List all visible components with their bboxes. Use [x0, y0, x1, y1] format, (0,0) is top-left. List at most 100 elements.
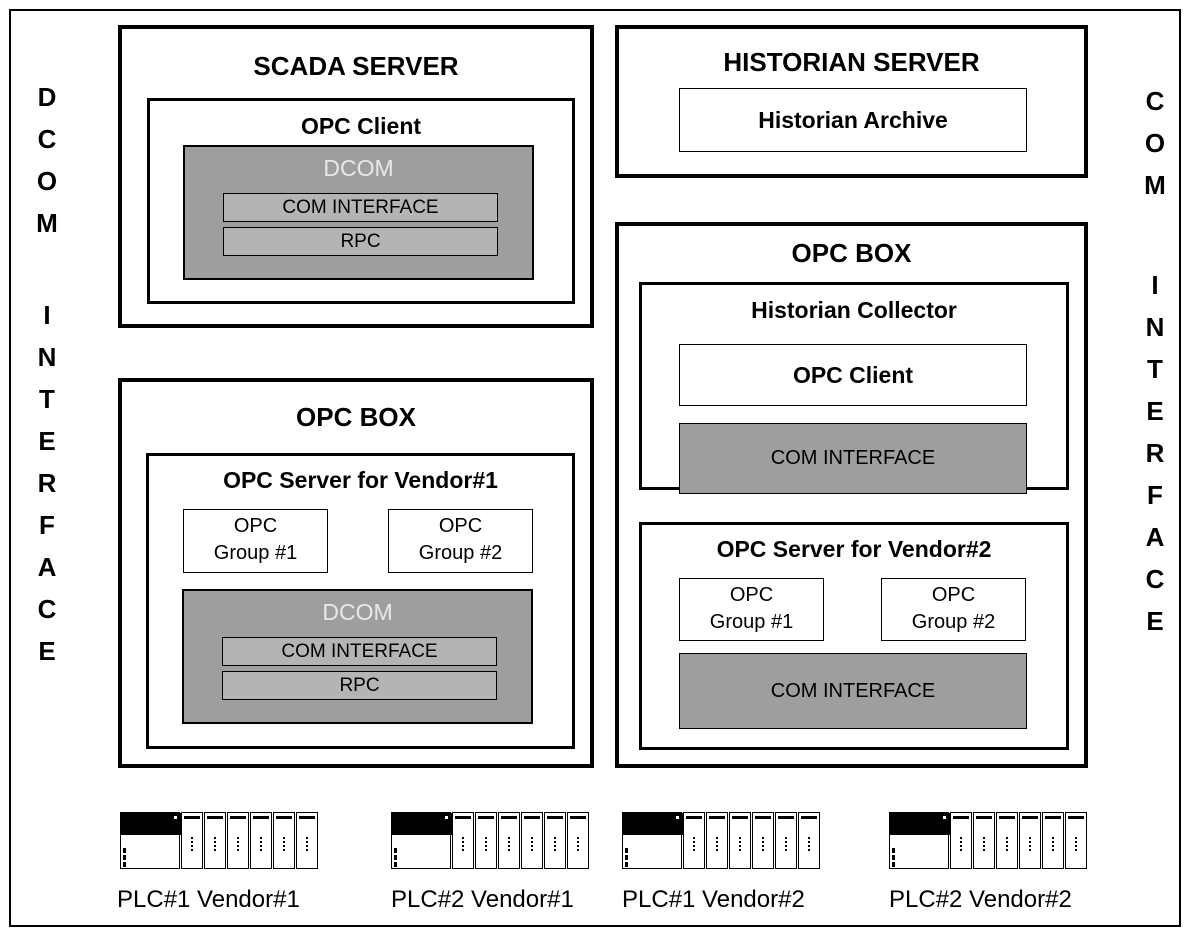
left-letter: E [38, 426, 56, 456]
right-letter: M [1144, 170, 1166, 200]
plc-io-module [296, 812, 318, 869]
vendor1-opc-group2-line2: Group #2 [418, 542, 503, 564]
plc-io-module [452, 812, 474, 869]
vendor1-rpc-bar: RPC [222, 671, 497, 700]
right-letter: A [1145, 522, 1165, 552]
scada-rpc-bar: RPC [223, 227, 498, 256]
left-letter: D [37, 82, 57, 112]
vendor1-dcom-box: DCOM COM INTERFACE RPC [182, 589, 533, 724]
plc-rack-icon [120, 812, 322, 869]
right-side-label: C O M I N T E R F A C E [1135, 80, 1175, 642]
scada-rpc-label: RPC [340, 230, 381, 252]
opc-box-right: OPC BOX Historian Collector OPC Client C… [615, 222, 1088, 768]
right-letter: I [1151, 270, 1159, 300]
scada-server-title: SCADA SERVER [253, 51, 459, 81]
plc-io-module [521, 812, 543, 869]
collector-opc-client-label: OPC Client [792, 361, 914, 388]
plc-cpu-module [391, 812, 452, 869]
left-letter: M [36, 208, 58, 238]
opc-server-vendor1-label: OPC Server for Vendor#1 [223, 467, 498, 493]
plc-label: PLC#1 Vendor#2 [622, 886, 805, 913]
vendor1-dcom-label: DCOM [322, 599, 393, 625]
plc-io-module [798, 812, 820, 869]
historian-server-box: HISTORIAN SERVER Historian Archive [615, 25, 1088, 178]
opc-server-vendor2-box: OPC Server for Vendor#2 OPC Group #1 OPC… [639, 522, 1069, 750]
collector-opc-client-box: OPC Client [679, 344, 1027, 406]
vendor2-opc-group2-line1: OPC [931, 584, 976, 606]
scada-com-interface-label: COM INTERFACE [282, 196, 439, 218]
right-letter: O [1144, 128, 1166, 158]
left-letter: F [39, 510, 55, 540]
plc-io-module [204, 812, 226, 869]
plc-io-module [729, 812, 751, 869]
plc-io-module [567, 812, 589, 869]
plc-io-module [181, 812, 203, 869]
right-letter: E [1146, 606, 1164, 636]
scada-server-box: SCADA SERVER OPC Client DCOM COM INTERFA… [118, 25, 594, 328]
vendor1-opc-group1-box: OPC Group #1 [183, 509, 328, 573]
collector-com-interface-label: COM INTERFACE [770, 447, 936, 469]
left-letter: R [37, 468, 57, 498]
plc-io-module [706, 812, 728, 869]
left-letter: N [37, 342, 57, 372]
scada-dcom-box: DCOM COM INTERFACE RPC [183, 145, 534, 280]
plc-label: PLC#2 Vendor#1 [391, 886, 574, 913]
vendor2-opc-group2-line2: Group #2 [911, 611, 996, 633]
historian-server-title: HISTORIAN SERVER [723, 47, 980, 77]
plc-io-module [950, 812, 972, 869]
vendor2-com-interface-label: COM INTERFACE [770, 679, 936, 702]
left-letter: O [36, 166, 58, 196]
right-letter: R [1145, 438, 1165, 468]
plc-io-module [475, 812, 497, 869]
vendor2-opc-group1-line1: OPC [729, 584, 774, 606]
right-letter: T [1147, 354, 1163, 384]
opc-server-vendor2-label: OPC Server for Vendor#2 [716, 536, 992, 562]
plc-label: PLC#2 Vendor#2 [889, 886, 1072, 913]
plc-io-module [544, 812, 566, 869]
plc-io-module [1065, 812, 1087, 869]
plc-io-module [1019, 812, 1041, 869]
right-letter: E [1146, 396, 1164, 426]
plc-cpu-module [889, 812, 950, 869]
opc-box-right-title: OPC BOX [791, 238, 912, 268]
plc-cpu-module [120, 812, 181, 869]
right-letter: C [1145, 86, 1165, 116]
plc-io-module [775, 812, 797, 869]
plc-io-module [683, 812, 705, 869]
plc-io-module [273, 812, 295, 869]
vendor2-opc-group1-line2: Group #1 [709, 611, 794, 633]
left-letter: T [39, 384, 55, 414]
vendor2-com-interface-box: COM INTERFACE [679, 653, 1027, 729]
right-letter: N [1145, 312, 1165, 342]
right-letter: C [1145, 564, 1165, 594]
plc-io-module [973, 812, 995, 869]
plc-rack-icon [622, 812, 824, 869]
scada-opc-client-label: OPC Client [300, 113, 422, 139]
left-letter: C [37, 594, 57, 624]
left-letter: I [43, 300, 51, 330]
scada-dcom-label: DCOM [323, 155, 394, 181]
plc-io-module [752, 812, 774, 869]
vendor1-com-interface-bar: COM INTERFACE [222, 637, 497, 666]
plc-io-module [227, 812, 249, 869]
right-letter [1135, 206, 1175, 264]
vendor1-opc-group2-box: OPC Group #2 [388, 509, 533, 573]
plc-cpu-module [622, 812, 683, 869]
opc-box-left-title: OPC BOX [296, 402, 416, 432]
plc-io-module [250, 812, 272, 869]
left-letter: A [37, 552, 57, 582]
opc-server-vendor1-box: OPC Server for Vendor#1 OPC Group #1 OPC… [146, 453, 575, 749]
plc-io-module [1042, 812, 1064, 869]
plc-io-module [996, 812, 1018, 869]
left-side-label: D C O M I N T E R F A C E [27, 76, 67, 672]
vendor1-opc-group2-line1: OPC [438, 515, 483, 537]
plc-rack-icon [391, 812, 593, 869]
historian-archive-box: Historian Archive [679, 88, 1027, 152]
plc-label: PLC#1 Vendor#1 [117, 886, 300, 913]
vendor2-opc-group2-box: OPC Group #2 [881, 578, 1026, 641]
vendor1-opc-group1-line2: Group #1 [213, 542, 298, 564]
vendor1-rpc-label: RPC [339, 674, 380, 696]
left-letter: C [37, 124, 57, 154]
collector-com-interface-box: COM INTERFACE [679, 423, 1027, 494]
opc-box-left: OPC BOX OPC Server for Vendor#1 OPC Grou… [118, 378, 594, 768]
